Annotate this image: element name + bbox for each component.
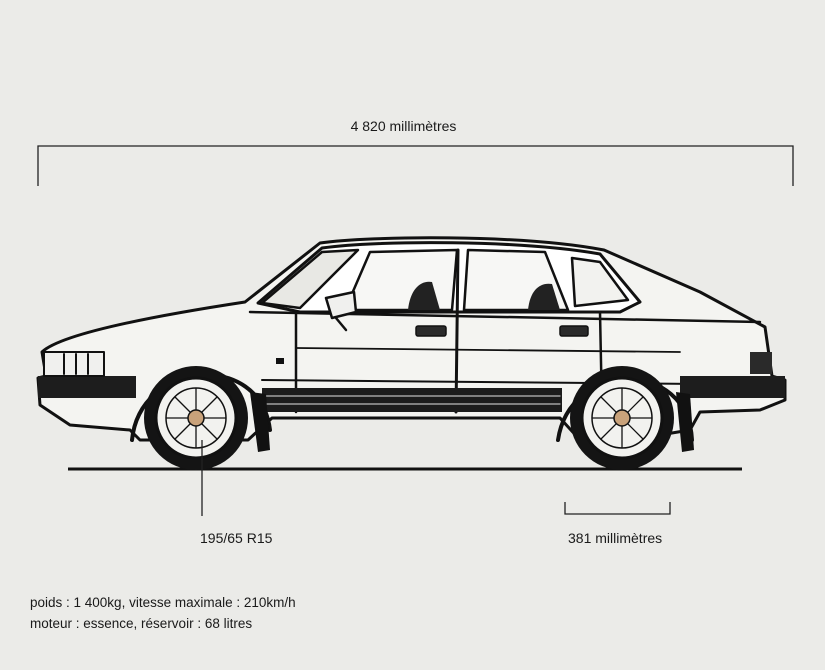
length-dimension-bracket [37, 145, 794, 186]
windshield [260, 248, 360, 310]
clearance-dimension-bracket [564, 502, 671, 515]
clearance-dimension-label: 381 millimètres [568, 530, 663, 546]
specs-line-engine-tank: moteur : essence, réservoir : 68 litres [30, 616, 253, 631]
tire-size-label: 195/65 R15 [200, 530, 273, 546]
quarter-window [570, 256, 630, 308]
specs-block: poids : 1 400kg, vitesse maximale : 210k… [30, 592, 296, 634]
front-wheel [144, 366, 248, 470]
specs-line-weight-speed: poids : 1 400kg, vitesse maximale : 210k… [30, 595, 296, 610]
rear-wheel [570, 366, 674, 470]
length-dimension-label: 4 820 millimètres [350, 118, 457, 134]
